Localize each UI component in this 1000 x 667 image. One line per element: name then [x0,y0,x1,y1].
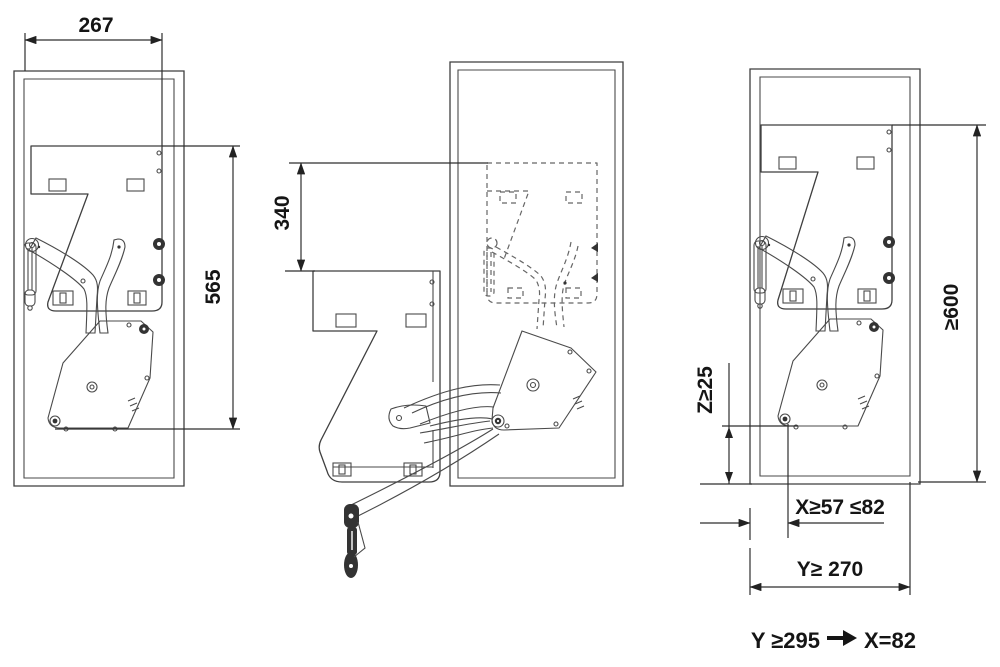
dim-565-label: 565 [202,269,225,304]
dimension-565: 565 [55,145,240,430]
dim-z-label: Z≥25 [694,366,717,414]
condition-note: Y ≥295 X=82 [751,628,916,653]
dim-600-label: ≥600 [940,284,963,331]
open-position-view: 340 [271,61,624,578]
dimension-267: 267 [24,14,163,146]
dimension-y: Y≥ 270 [749,482,911,595]
lowered-front-panel [312,270,441,483]
installation-view: ≥600 Z≥25 X≥57 ≤82 Y≥ 270 Y ≥295 [694,68,986,653]
fixing-plate [491,330,597,431]
extended-lift-arms [348,384,502,518]
dimension-600: ≥600 [892,124,986,483]
mounting-backplate [760,124,893,310]
gas-spring [344,504,366,578]
dim-267-label: 267 [78,14,113,37]
dim-x-label: X≥57 ≤82 [795,496,885,519]
dimension-z: Z≥25 [694,363,798,485]
lift-mechanism [753,235,896,430]
note-result: X=82 [864,628,916,653]
dimension-x: X≥57 ≤82 [700,424,885,540]
closed-position-view: 267 565 [13,14,240,487]
closed-position-ghost [483,162,598,330]
right-arrow-icon [827,630,857,646]
dimension-340: 340 [271,162,488,272]
dim-340-label: 340 [271,195,294,230]
mounting-backplate [30,145,163,312]
lift-mechanism [23,237,166,432]
cabinet-outline [449,61,624,487]
dim-y-label: Y≥ 270 [797,558,863,581]
note-condition: Y ≥295 [751,628,820,653]
